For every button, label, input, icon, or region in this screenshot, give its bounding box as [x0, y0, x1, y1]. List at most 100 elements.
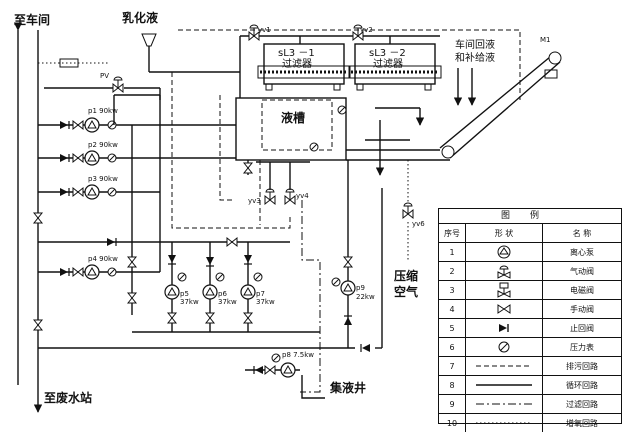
legend-row-name: 循环回路: [566, 380, 598, 390]
legend-col-no: 序号: [439, 224, 466, 242]
pump-p9[interactable]: [340, 280, 356, 296]
pump-p3[interactable]: [84, 184, 100, 200]
pneumatic-valve-icon: [466, 262, 543, 280]
label-collection-well: 集液井: [329, 380, 366, 395]
conveyor-m1: M1: [439, 36, 562, 159]
header-valve-upper[interactable]: [33, 212, 43, 224]
legend-header: 序号 形 状 名 称: [439, 224, 621, 243]
label-p5-power: 37kw: [180, 298, 199, 306]
label-emulsion: 乳化液: [122, 10, 158, 25]
check-valve-icon: [466, 319, 543, 337]
label-air-2: 空气: [394, 284, 418, 299]
legend-row-name: 增氧回路: [566, 418, 598, 428]
filter-sl3-2: sL3 －2 过滤器: [348, 43, 442, 91]
label-p7: p7: [256, 290, 265, 298]
filter-line: [300, 200, 321, 393]
legend-row-no: 1: [439, 243, 466, 261]
pump-p4[interactable]: [84, 264, 100, 280]
label-to-waste-station: 至废水站: [44, 390, 92, 405]
pump-p8[interactable]: [280, 362, 296, 378]
drain-line-inner: [219, 95, 235, 201]
label-return-2: 和补给液: [455, 51, 495, 64]
oxygen-line-icon: [466, 414, 543, 432]
legend-row: 8 循环回路: [439, 376, 621, 395]
pump-p1[interactable]: [84, 117, 100, 133]
label-return-1: 车间回液: [455, 38, 495, 51]
label-p6: p6: [218, 290, 227, 298]
legend-row: 1 离心泵: [439, 243, 621, 262]
label-p1: p1 90kw: [88, 107, 118, 115]
pump-row-p4: p4 90kw: [38, 255, 160, 280]
legend-row-no: 9: [439, 395, 466, 413]
legend-row-name: 电磁阀: [570, 285, 594, 295]
label-filter1-id: sL3 －1: [278, 48, 315, 59]
label-tank: 液槽: [281, 110, 305, 125]
pump-row-p8: p8 7.5kw: [245, 351, 314, 378]
pump-p7[interactable]: [240, 284, 256, 300]
legend-row: 3 电磁阀: [439, 281, 621, 300]
pump-p6[interactable]: [202, 284, 218, 300]
emulsion-funnel: [141, 33, 157, 47]
legend-row-no: 8: [439, 376, 466, 394]
pump-column-p6: p6 37kw: [202, 242, 237, 332]
label-p2: p2 90kw: [88, 141, 118, 149]
legend-row-name: 过滤回路: [566, 399, 598, 409]
valve-yv6[interactable]: [402, 202, 414, 219]
legend-row-no: 3: [439, 281, 466, 299]
legend-row-name: 压力表: [570, 342, 594, 352]
manual-valve-icon: [466, 300, 543, 318]
legend-row-name: 止回阀: [570, 323, 594, 333]
label-m1: M1: [540, 36, 551, 44]
legend-row: 6 压力表: [439, 338, 621, 357]
pump-p2[interactable]: [84, 150, 100, 166]
centrifugal-pump-icon: [466, 243, 543, 261]
header-valve-lower[interactable]: [33, 319, 43, 331]
label-yv4: yv4: [296, 192, 309, 200]
legend-row-no: 10: [439, 414, 466, 432]
valve-yv4[interactable]: [284, 188, 296, 205]
legend-row-no: 7: [439, 357, 466, 375]
label-to-workshop: 至车间: [14, 12, 50, 27]
label-p4: p4 90kw: [88, 255, 118, 263]
liquid-tank: [235, 97, 347, 161]
label-p8: p8 7.5kw: [282, 351, 314, 359]
label-p5: p5: [180, 290, 189, 298]
drain-line-left: [171, 72, 291, 229]
label-filter2-name: 过滤器: [373, 57, 403, 70]
legend-row: 9 过滤回路: [439, 395, 621, 414]
pump-column-p9: p9 22kw: [331, 160, 375, 348]
pump-column-p5: p5 37kw: [164, 242, 199, 332]
pump-row-p3: p3 90kw: [38, 175, 160, 200]
filter-line-icon: [466, 395, 543, 413]
drain-line-top: [178, 29, 521, 100]
drain-line-icon: [466, 357, 543, 375]
label-p3: p3 90kw: [88, 175, 118, 183]
valve-yv3[interactable]: [264, 188, 276, 205]
label-pv: PV: [100, 72, 109, 80]
legend-row-name: 离心泵: [570, 247, 594, 257]
pump-row-p2: p2 90kw: [38, 141, 240, 166]
label-air-1: 压缩: [394, 268, 418, 283]
label-p6-power: 37kw: [218, 298, 237, 306]
legend-col-shape: 形 状: [466, 224, 543, 242]
label-p7-power: 37kw: [256, 298, 275, 306]
legend-row: 2 气动阀: [439, 262, 621, 281]
legend-row: 7 排污回路: [439, 357, 621, 376]
legend-row-name: 气动阀: [570, 266, 594, 276]
legend-table: 图例 序号 形 状 名 称 1 离心泵 2 气动阀 3 电磁阀 4 手动阀 5 …: [438, 208, 622, 432]
pv-valve[interactable]: [112, 76, 124, 93]
legend-row: 10 增氧回路: [439, 414, 621, 432]
pump-row-p1: p1 90kw: [38, 107, 240, 133]
filter-sl3-1: sL3 －1 过滤器: [257, 43, 351, 91]
legend-row: 5 止回阀: [439, 319, 621, 338]
legend-row-no: 5: [439, 319, 466, 337]
solenoid-valve-icon: [466, 281, 543, 299]
legend-row-no: 2: [439, 262, 466, 280]
label-yv6: yv6: [412, 220, 425, 228]
pump-p5[interactable]: [164, 284, 180, 300]
legend-row-name: 排污回路: [566, 361, 598, 371]
legend-row-no: 4: [439, 300, 466, 318]
label-yv1: yv1: [258, 26, 271, 34]
